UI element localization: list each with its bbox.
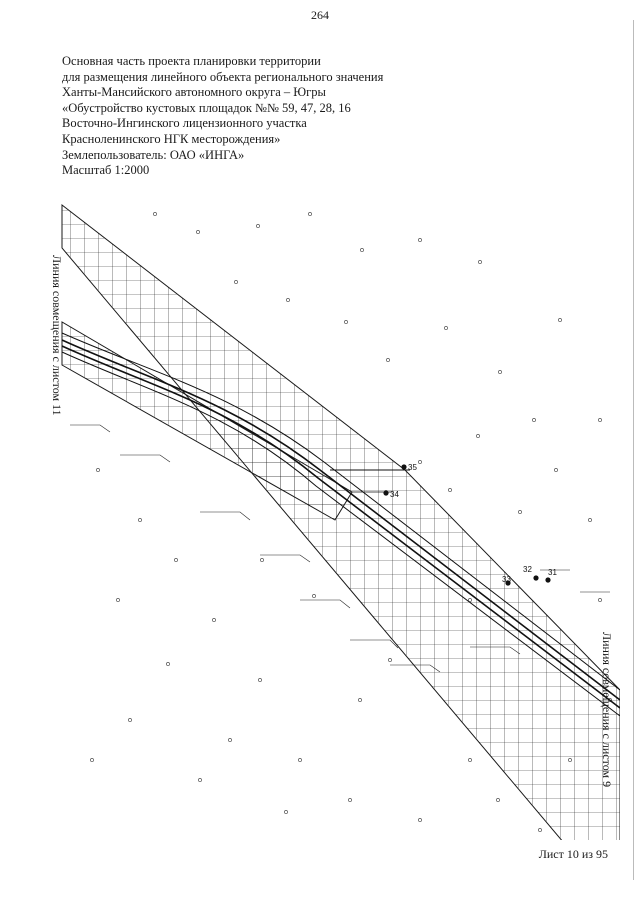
sheet-counter: Лист 10 из 95 <box>538 847 608 861</box>
point-label: 32 <box>523 565 532 574</box>
land-user-line: Землепользователь: ОАО «ИНГА» <box>62 147 245 162</box>
point-label: 35 <box>408 463 417 472</box>
title-line: Основная часть проекта планировки террит… <box>62 54 321 68</box>
site-plan-drawing: 35 34 33 32 31 <box>61 203 620 840</box>
title-line: Восточно-Ингинского лицензионного участк… <box>62 116 307 131</box>
scale-line: Масштаб 1:2000 <box>62 163 150 178</box>
title-line: Ханты-Мансийского автономного округа – Ю… <box>62 85 326 100</box>
scan-edge-line <box>633 20 634 880</box>
title-line: Красноленинского НГК месторождения» <box>62 131 281 146</box>
point-label: 31 <box>548 568 557 577</box>
branch-corridor-band <box>61 321 353 521</box>
title-block: Основная часть проекта планировки террит… <box>62 54 422 179</box>
callout-annotations <box>70 424 610 673</box>
point-label: 34 <box>390 490 399 499</box>
point-label: 33 <box>502 575 511 584</box>
page-number: 264 <box>311 8 329 22</box>
title-line: «Обустройство кустовых площадок №№ 59, 4… <box>62 100 351 115</box>
title-line: для размещения линейного объекта региона… <box>62 69 384 84</box>
point-markers <box>383 464 551 586</box>
corridor-band <box>61 203 620 840</box>
pipeline-lines <box>61 332 620 717</box>
